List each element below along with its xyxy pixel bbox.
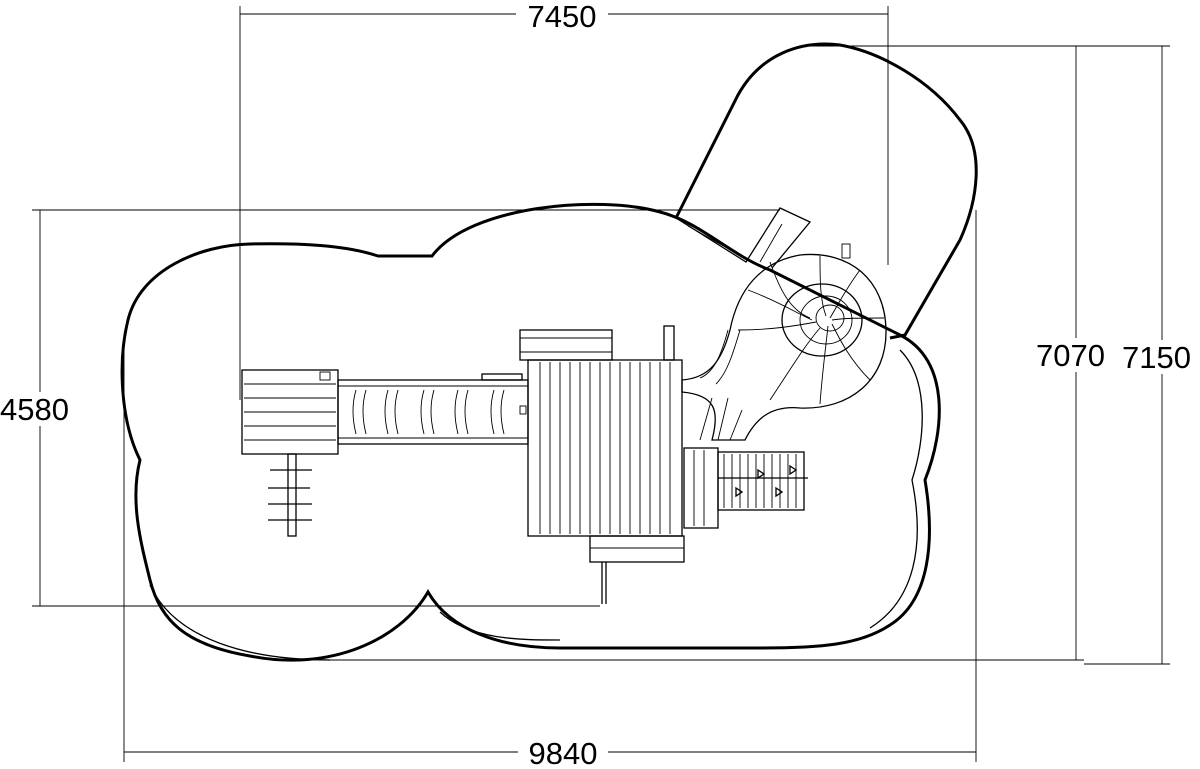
main-tower — [527, 325, 683, 537]
bridge — [337, 373, 529, 445]
spiral-tube-slide — [681, 253, 887, 441]
dim-right-inner-height: 7070 — [1036, 338, 1105, 373]
play-equipment — [241, 207, 887, 604]
climbing-ladder — [268, 453, 312, 537]
safety-zone-outline — [120, 202, 941, 662]
right-stairs — [683, 447, 808, 529]
dim-right-outer-height: 7150 — [1122, 340, 1191, 375]
dim-top-width: 7450 — [528, 0, 597, 34]
lower-panel — [589, 535, 685, 604]
dim-left-height: 4580 — [0, 392, 69, 427]
safety-zone-inner-outline — [149, 349, 923, 661]
upper-panel — [519, 329, 613, 361]
slide-safety-zone-outline — [674, 42, 978, 340]
slide-deck — [675, 207, 851, 269]
safety-zone — [120, 42, 978, 662]
left-platform — [241, 369, 339, 455]
dim-bottom-width: 9840 — [529, 736, 598, 769]
